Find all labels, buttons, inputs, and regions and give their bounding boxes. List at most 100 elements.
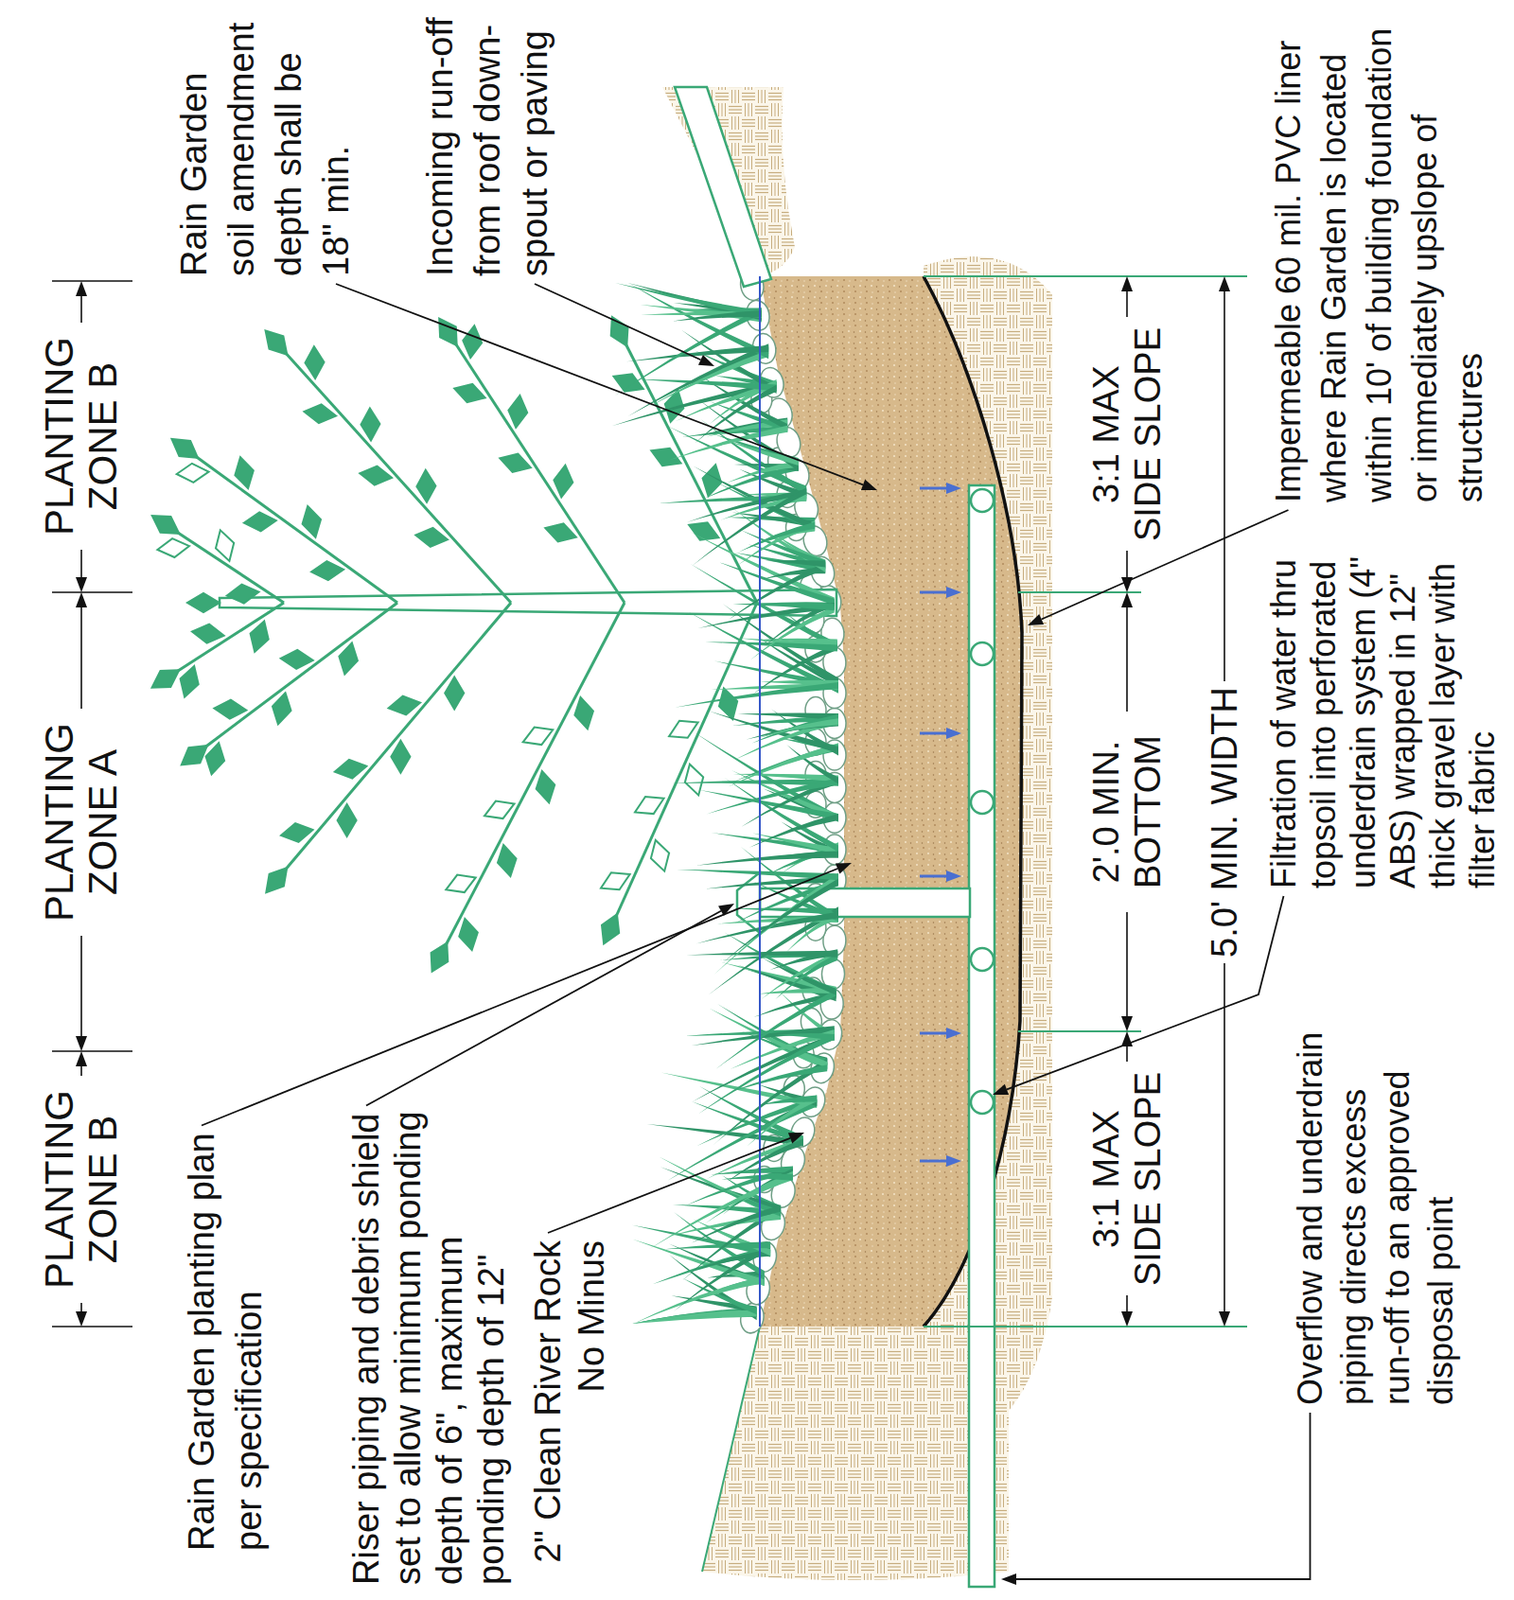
grass-blade [734, 718, 839, 760]
grass-blade [698, 602, 835, 629]
leader-line [335, 283, 863, 485]
branch [175, 602, 284, 673]
grass-blade [728, 562, 826, 620]
leaf [553, 465, 573, 498]
callout-note: Riser piping and debris shield set to al… [345, 1104, 512, 1585]
dimension-lines [52, 276, 1231, 1327]
leader-line [201, 868, 838, 1127]
leaf [234, 457, 253, 489]
grass-blade [689, 563, 837, 651]
dimension-line-head [75, 281, 88, 297]
grass-blade [765, 560, 827, 567]
leaf [497, 845, 517, 877]
grass-blade [708, 711, 839, 755]
flow-arrow [919, 591, 947, 595]
grass-blade [726, 1139, 804, 1183]
leaf [227, 584, 260, 604]
dimension-line-head [1121, 276, 1133, 292]
zone-label: PLANTING ZONE B [37, 1075, 125, 1303]
grass-blade [727, 742, 839, 787]
branch [193, 455, 398, 603]
leaf [462, 325, 482, 358]
native-ground [702, 256, 1053, 1581]
grass-blade [692, 487, 808, 565]
leaf [416, 470, 436, 503]
leader-line [366, 911, 722, 1107]
dimension-label: 5.0' MIN. WIDTH [1203, 681, 1246, 964]
leaf [685, 764, 704, 796]
leaf [651, 840, 669, 872]
dimension-line-head [75, 1036, 88, 1052]
leaf [244, 512, 277, 532]
leaf [152, 669, 180, 687]
leaf [181, 745, 208, 765]
leaf [265, 331, 288, 355]
grass-blade [775, 1033, 835, 1041]
leaf [574, 697, 594, 729]
leader-line-head [1027, 614, 1044, 626]
grass-blade [690, 1249, 771, 1272]
grasses [612, 282, 840, 1324]
branch [283, 602, 511, 872]
leaf [187, 593, 220, 613]
callout-note: Impermeable 60 mil. PVC liner where Rain… [1266, 4, 1494, 503]
leader-line-head [861, 479, 878, 491]
ground-surface [702, 1326, 760, 1572]
leaf [338, 642, 358, 674]
leader-line-head [835, 862, 852, 875]
grass-blade [749, 813, 839, 848]
leaf [545, 523, 577, 542]
dimension-label: 3:1 MAX SIDE SLOPE [1085, 1062, 1169, 1297]
leaf [152, 515, 179, 534]
leaf [719, 687, 738, 720]
flow-arrow-head [946, 727, 962, 740]
grass-blade [706, 777, 839, 814]
dimension-line-head [1121, 1016, 1133, 1032]
leaf [454, 384, 486, 403]
dimension-line-head [75, 1311, 88, 1327]
leaf [215, 529, 234, 562]
ponding-level [758, 276, 761, 1327]
callout-note: 2" Clean River Rock No Minus [526, 1240, 614, 1572]
leaf [180, 666, 199, 698]
leaf [305, 346, 325, 379]
branch [454, 341, 625, 603]
grass-blade [737, 520, 815, 565]
dimension-line-head [75, 1051, 88, 1067]
grass-blade [730, 1029, 835, 1070]
leader-line-head [992, 1084, 1009, 1095]
grass-blade [674, 682, 839, 708]
leader-line-head [1001, 1573, 1017, 1585]
grass-blade [761, 566, 827, 580]
grass-blade [699, 790, 839, 821]
dimension-tick [52, 280, 133, 282]
dimension-line-head [75, 577, 88, 593]
zone-label: PLANTING ZONE A [37, 708, 125, 936]
inlet-pipe [674, 87, 772, 287]
callout-note: Rain Garden soil amendment depth shall b… [170, 11, 360, 277]
grass-blade [668, 1213, 781, 1237]
grass-blade [696, 851, 840, 866]
dimension-label: 2'.0 MIN. BOTTOM [1085, 711, 1169, 913]
grass-blade [691, 1205, 782, 1244]
leaf [611, 316, 629, 346]
perforation [970, 489, 994, 512]
branch [283, 351, 511, 603]
leaf [458, 918, 478, 951]
dimension-label: 3:1 MAX SIDE SLOPE [1085, 317, 1169, 552]
leaf [302, 506, 321, 538]
grass-blade [739, 522, 816, 553]
grass-blade [704, 463, 799, 499]
grass-blade [757, 718, 839, 739]
perforation [970, 948, 994, 971]
grass-blade [752, 714, 839, 744]
grass-blade [706, 1138, 804, 1180]
leaf [281, 823, 314, 843]
perforation [970, 791, 994, 814]
dimension-tick [52, 591, 133, 594]
flow-arrow-head [946, 870, 962, 882]
leaf [431, 943, 449, 972]
extension-line [923, 276, 1248, 1327]
leader-line-head [698, 354, 715, 367]
debris-shield [737, 872, 760, 934]
